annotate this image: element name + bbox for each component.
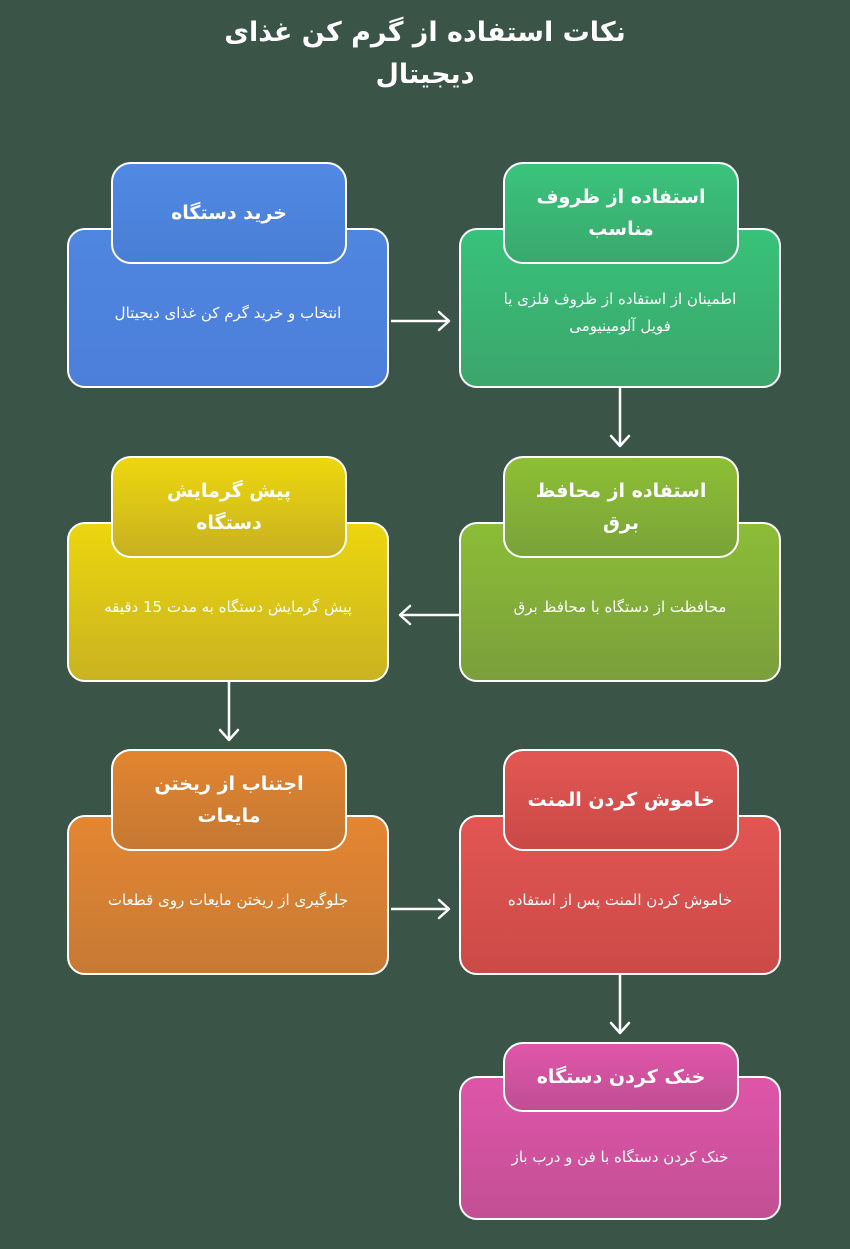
- step-heading-box: استفاده از محافظ برق: [503, 456, 739, 558]
- title-line-2: دیجیتال: [375, 59, 475, 90]
- step-description: خاموش کردن المنت پس از استفاده: [507, 890, 733, 909]
- step-description: پیش گرمایش دستگاه به مدت 15 دقیقه: [104, 597, 352, 616]
- step-heading: خرید دستگاه: [171, 202, 287, 224]
- step-heading: استفاده از ظروف مناسب: [536, 186, 706, 240]
- step-description: انتخاب و خرید گرم کن غذای دیجیتال: [114, 303, 342, 322]
- arrow-down-icon: [609, 388, 631, 448]
- step-heading-box: خاموش کردن المنت: [503, 749, 739, 851]
- step-buy-device: خرید دستگاه انتخاب و خرید گرم کن غذای دی…: [67, 162, 393, 390]
- step-cool-device: خنک کردن دستگاه خنک کردن دستگاه با فن و …: [459, 1042, 785, 1220]
- title-line-1: نکات استفاده از گرم کن غذای: [224, 17, 626, 48]
- arrow-left-icon: [398, 604, 460, 626]
- step-heading-box: خنک کردن دستگاه: [503, 1042, 739, 1112]
- step-heading-box: خرید دستگاه: [111, 162, 347, 264]
- step-avoid-spilling: اجتناب از ریختن مایعات جلوگیری از ریختن …: [67, 749, 393, 977]
- step-heading-box: پیش گرمایش دستگاه: [111, 456, 347, 558]
- arrow-down-icon: [609, 975, 631, 1035]
- step-surge-protector: استفاده از محافظ برق محافظت از دستگاه با…: [459, 456, 785, 684]
- step-description: اطمینان از استفاده از ظروف فلزی یا فویل …: [503, 290, 737, 335]
- step-heading: استفاده از محافظ برق: [535, 480, 707, 534]
- step-heading: پیش گرمایش دستگاه: [166, 480, 292, 534]
- step-description: محافظت از دستگاه با محافظ برق: [513, 597, 727, 616]
- step-description: جلوگیری از ریختن مایعات روی قطعات: [107, 890, 349, 909]
- step-suitable-containers: استفاده از ظروف مناسب اطمینان از استفاده…: [459, 162, 785, 390]
- step-heading: اجتناب از ریختن مایعات: [154, 773, 304, 827]
- arrow-right-icon: [391, 310, 451, 332]
- step-description: خنک کردن دستگاه با فن و درب باز: [511, 1147, 729, 1166]
- page-title: نکات استفاده از گرم کن غذای دیجیتال: [0, 12, 850, 96]
- step-turn-off-element: خاموش کردن المنت خاموش کردن المنت پس از …: [459, 749, 785, 977]
- step-heading: خنک کردن دستگاه: [536, 1066, 706, 1088]
- step-preheat-device: پیش گرمایش دستگاه پیش گرمایش دستگاه به م…: [67, 456, 393, 684]
- step-heading: خاموش کردن المنت: [527, 789, 715, 811]
- arrow-down-icon: [218, 682, 240, 742]
- arrow-right-icon: [391, 898, 451, 920]
- step-heading-box: استفاده از ظروف مناسب: [503, 162, 739, 264]
- step-heading-box: اجتناب از ریختن مایعات: [111, 749, 347, 851]
